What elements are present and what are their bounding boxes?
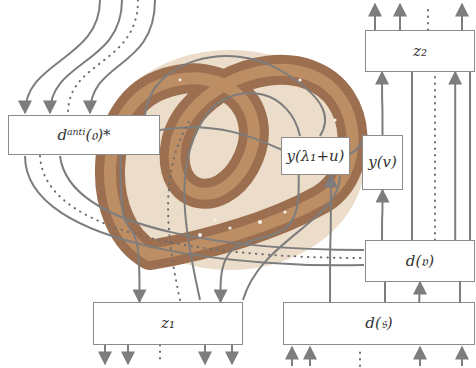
morphism-box: dᵃⁿᵗⁱ(𝔬)* <box>8 115 160 155</box>
box-label: y(λ₁+u) <box>287 148 345 165</box>
box-label: z₂ <box>413 43 427 60</box>
string-connector <box>221 175 299 302</box>
morphism-box: y(v) <box>362 135 403 190</box>
string-connector <box>418 282 421 302</box>
string-connector <box>454 72 456 240</box>
box-label: d(𝔰) <box>365 315 392 332</box>
morphism-box: y(λ₁+u) <box>281 137 351 175</box>
string-connector <box>381 72 383 135</box>
string-connector <box>329 175 332 302</box>
box-label: y(v) <box>368 154 397 171</box>
box-label: d(𝔳) <box>406 253 434 270</box>
morphism-box: d(𝔰) <box>283 302 475 345</box>
morphism-box: z₂ <box>365 30 475 72</box>
string-connector <box>381 190 383 240</box>
morphism-box: d(𝔳) <box>365 240 475 282</box>
box-label: z₁ <box>161 315 175 332</box>
string-connector <box>120 155 139 302</box>
box-label: dᵃⁿᵗⁱ(𝔬)* <box>57 127 110 144</box>
morphism-box: z₁ <box>93 302 243 345</box>
